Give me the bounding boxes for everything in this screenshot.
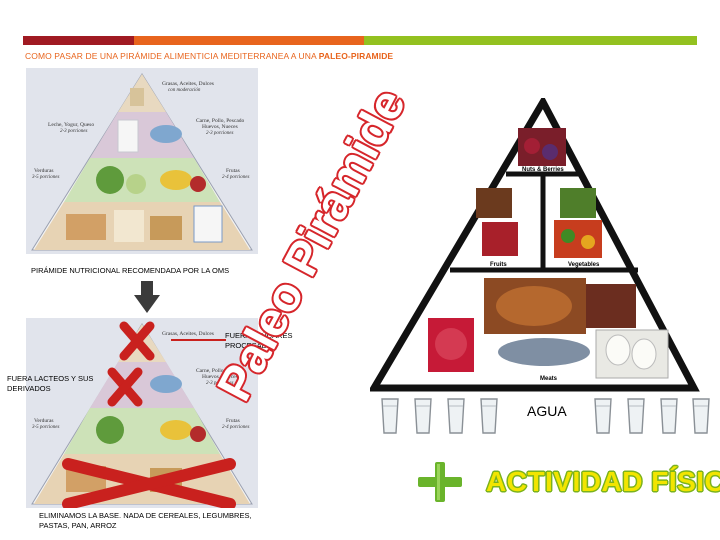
top-label-fruit-1: Frutas xyxy=(226,168,240,174)
note-dairy: FUERA LACTEOS Y SUS DERIVADOS xyxy=(7,374,94,393)
water-glass-icon xyxy=(692,398,710,434)
paleo-label-fruits: Fruits xyxy=(490,262,507,268)
water-glass-icon xyxy=(480,398,498,434)
slide-subtitle: COMO PASAR DE UNA PIRÁMIDE ALIMENTICIA M… xyxy=(25,51,393,61)
header-bar-green xyxy=(364,36,697,45)
bottom-label-veg-2: 3-5 porciones xyxy=(32,425,60,430)
top-label-apex-1: Grasas, Aceites, Dulces xyxy=(162,81,214,87)
activity-title: ACTIVIDAD FÍSICA xyxy=(486,466,720,497)
water-glass-icon xyxy=(381,398,399,434)
cross-icon xyxy=(107,367,143,407)
bottom-label-apex-1: Grasas, Aceites, Dulces xyxy=(162,331,214,337)
top-label-fruit-2: 2-4 porciones xyxy=(222,175,250,180)
cross-icon xyxy=(62,458,236,508)
water-label: AGUA xyxy=(527,403,567,419)
plus-icon xyxy=(418,462,462,502)
note-base: ELIMINAMOS LA BASE. NADA DE CEREALES, LE… xyxy=(39,511,252,530)
top-label-protein-3: 2-3 porciones xyxy=(206,131,234,136)
top-label-veg-1: Verduras xyxy=(34,168,54,174)
cross-icon xyxy=(119,321,155,361)
paleo-pyramid: Nuts & Berries Fruits Vegetables Meats xyxy=(370,98,700,392)
water-glass-icon xyxy=(660,398,678,434)
oms-pyramid-image: Grasas, Aceites, Dulces con moderación L… xyxy=(26,68,258,254)
header-bar-orange xyxy=(134,36,364,45)
bottom-label-protein-3: 2-3 porciones xyxy=(206,381,234,386)
paleo-label-top: Nuts & Berries xyxy=(522,167,564,173)
top-label-veg-2: 3-5 porciones xyxy=(32,175,60,180)
bottom-label-fruit-1: Frutas xyxy=(226,418,240,424)
bottom-label-fruit-2: 2-4 porciones xyxy=(222,425,250,430)
paleo-label-meats: Meats xyxy=(540,376,558,382)
bottom-label-protein-2: Huevos, Nueces xyxy=(202,374,238,380)
water-glass-icon xyxy=(447,398,465,434)
paleo-label-vegetables: Vegetables xyxy=(568,262,600,268)
oms-caption: PIRÁMIDE NUTRICIONAL RECOMENDADA POR LA … xyxy=(31,266,230,275)
subtitle-bold: PALEO-PIRAMIDE xyxy=(318,51,394,61)
header-bar-red xyxy=(23,36,134,45)
bottom-label-protein-1: Carne, Pollo, Pescado xyxy=(196,368,245,374)
subtitle-prefix: COMO PASAR DE UNA PIRÁMIDE ALIMENTICIA M… xyxy=(25,51,319,61)
modified-pyramid-image: Grasas, Aceites, Dulces Carne, Pollo, Pe… xyxy=(26,318,258,508)
bottom-label-veg-1: Verduras xyxy=(34,418,54,424)
water-glass-icon xyxy=(594,398,612,434)
top-label-dairy-1: Leche, Yogur, Queso xyxy=(48,122,94,128)
note-sugar: FUERA AZÚCARES PROCESADOS xyxy=(225,331,293,350)
water-glass-icon xyxy=(627,398,645,434)
water-glass-icon xyxy=(414,398,432,434)
top-label-protein-2: Huevos, Nueces xyxy=(202,124,238,130)
top-label-protein-1: Carne, Pollo, Pescado xyxy=(196,118,245,124)
arrow-down-icon xyxy=(134,281,160,313)
top-label-dairy-2: 2-3 porciones xyxy=(60,129,88,134)
top-label-apex-2: con moderación xyxy=(168,88,201,93)
